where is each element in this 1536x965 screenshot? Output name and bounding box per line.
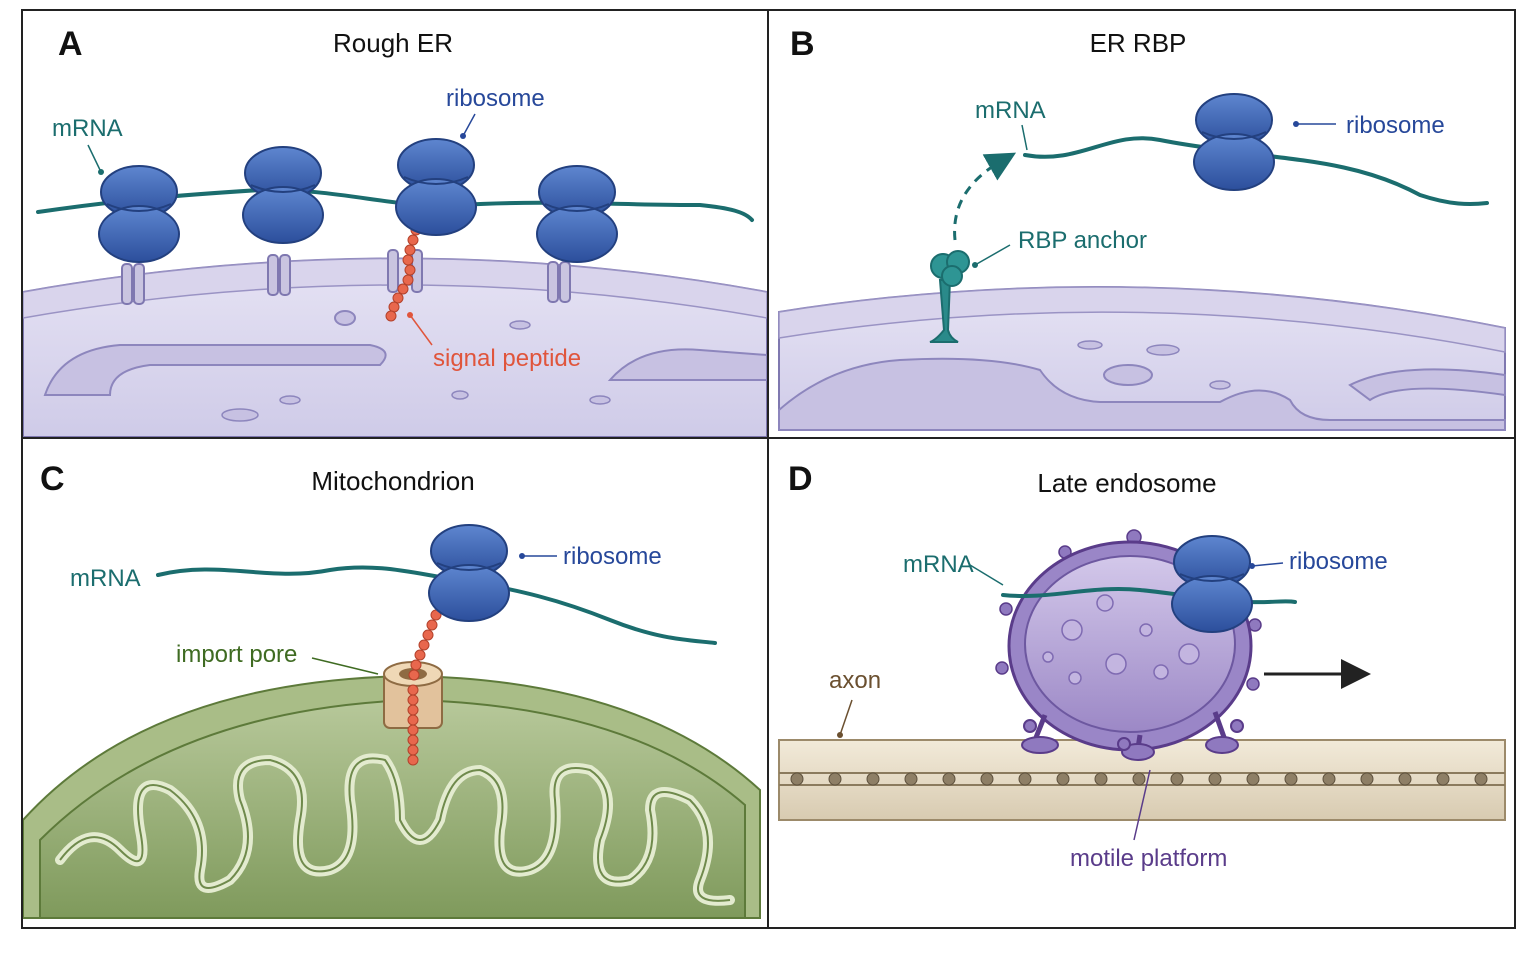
- axon-bead: [942, 772, 956, 786]
- panel-b: B ER RBP mRNA ribosome RBP anchor: [778, 25, 1506, 431]
- axon-bead: [1208, 772, 1222, 786]
- ribosome-label: ribosome: [563, 543, 662, 570]
- ribosome-icon: [428, 524, 510, 622]
- panel-title: Mitochondrion: [311, 466, 474, 496]
- ribosome-icon: [395, 138, 477, 236]
- translocon: [121, 249, 571, 305]
- ribosome-icon: [1193, 93, 1275, 191]
- axon-bead: [1056, 772, 1070, 786]
- axon-bead: [828, 772, 842, 786]
- axon-bead: [1132, 772, 1146, 786]
- axon-bead: [866, 772, 880, 786]
- motile-platform-label: motile platform: [1070, 845, 1227, 872]
- ribosome-label: ribosome: [1289, 548, 1388, 575]
- axon-bead: [980, 772, 994, 786]
- rbp-anchor-protein: [929, 250, 970, 343]
- ribosome-icon: [98, 165, 180, 263]
- axon-bead: [1018, 772, 1032, 786]
- mrna-label: mRNA: [70, 565, 141, 592]
- ribosome-icon: [1171, 535, 1253, 633]
- axon-bead: [1246, 772, 1260, 786]
- axon-bead: [904, 772, 918, 786]
- axon-bead: [1094, 772, 1108, 786]
- panel-letter: C: [40, 460, 65, 498]
- mrna-label: mRNA: [903, 551, 974, 578]
- dashed-arrow: [953, 152, 1017, 241]
- panel-letter: B: [790, 25, 815, 63]
- panel-grid: [21, 9, 1516, 929]
- ribosome-label: ribosome: [446, 85, 545, 112]
- axon-bead: [1284, 772, 1298, 786]
- axon-bead: [1170, 772, 1184, 786]
- panel-title: Late endosome: [1037, 468, 1216, 498]
- axon-bead: [790, 772, 804, 786]
- axon-bead: [1398, 772, 1412, 786]
- axon-label: axon: [829, 667, 881, 694]
- panel-a: A Rough ER mRNA ribosome signal peptide: [23, 25, 767, 437]
- panel-title: Rough ER: [333, 28, 453, 58]
- import-pore-label: import pore: [176, 641, 297, 668]
- axon-bead: [1474, 772, 1488, 786]
- panel-letter: D: [788, 460, 813, 498]
- signal-peptide-label: signal peptide: [433, 345, 581, 372]
- axon-bead: [1360, 772, 1374, 786]
- panel-d: D Late endosome mRNA ribosome axon motil…: [778, 460, 1506, 872]
- ribosome-icon: [242, 146, 324, 244]
- er-membrane-b: [778, 286, 1506, 431]
- axon-bead: [1436, 772, 1450, 786]
- panel-letter: A: [58, 25, 83, 63]
- panel-title: ER RBP: [1090, 28, 1187, 58]
- ribosome-label: ribosome: [1346, 112, 1445, 139]
- ribosome-icon: [536, 165, 618, 263]
- mrna-label: mRNA: [52, 115, 123, 142]
- axon-bead: [1322, 772, 1336, 786]
- mitochondrion-body: [23, 674, 761, 919]
- rbp-anchor-label: RBP anchor: [1018, 227, 1147, 254]
- mrna-label: mRNA: [975, 97, 1046, 124]
- axon-beads: [790, 772, 1488, 786]
- panel-c: C Mitochondrion mRNA ribosome import por…: [23, 460, 761, 919]
